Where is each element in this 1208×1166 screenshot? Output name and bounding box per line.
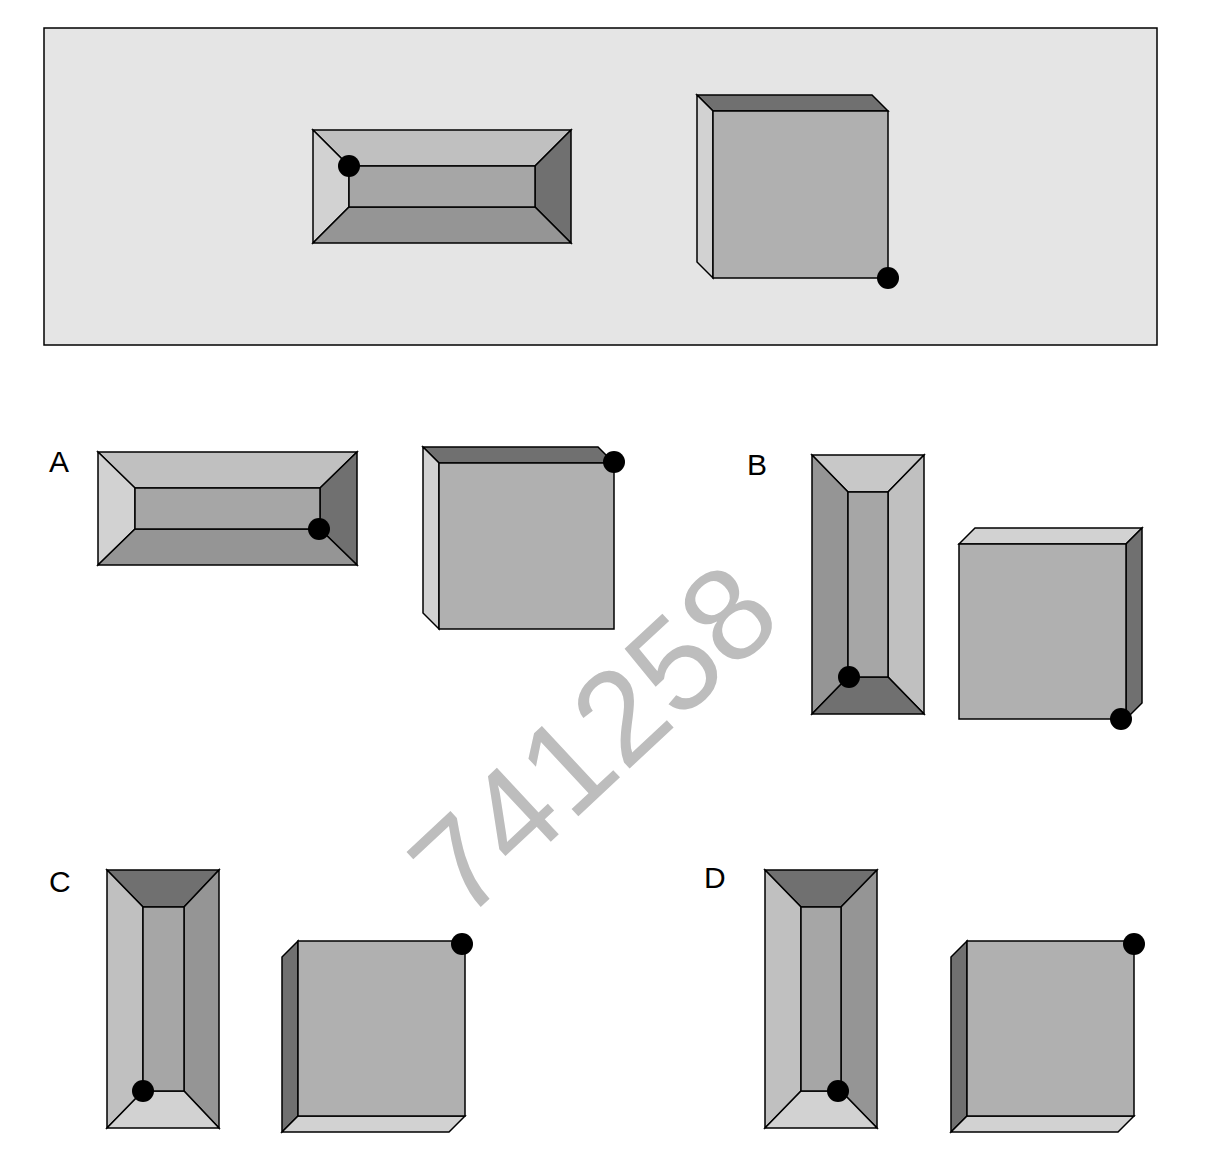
box-front [439,463,614,629]
marker-dot [338,155,360,177]
box-figure [697,95,899,289]
marker-dot [1123,933,1145,955]
box-face [697,95,888,111]
box-face [282,1116,465,1132]
bevel-figure [765,870,877,1128]
box-figure [282,933,473,1132]
bevel-figure [812,455,924,714]
box-front [959,544,1126,719]
box-front [967,941,1134,1116]
option-letter: A [49,447,69,477]
bevel-face [812,677,924,714]
bevel-center [848,492,888,677]
box-front [298,941,465,1116]
bevel-face [765,870,801,1128]
marker-dot [308,518,330,540]
bevel-center [135,488,320,529]
bevel-figure [98,452,357,565]
option-letter: B [747,450,767,480]
bevel-figure [107,870,219,1128]
reference-panel [44,28,1157,345]
marker-dot [838,666,860,688]
box-figure [951,933,1145,1132]
box-face [423,447,614,463]
bevel-center [143,907,184,1091]
box-face [423,447,439,629]
box-face [282,941,298,1132]
marker-dot [603,451,625,473]
marker-dot [132,1080,154,1102]
marker-dot [1110,708,1132,730]
option-letter: C [49,867,71,897]
bevel-center [349,166,535,207]
marker-dot [451,933,473,955]
box-face [959,528,1142,544]
bevel-face [184,870,219,1128]
box-figure [959,528,1142,730]
box-face [1126,528,1142,719]
bevel-figure [313,130,571,243]
bevel-face [888,455,924,714]
bevel-face [107,1091,219,1128]
box-face [951,1116,1134,1132]
marker-dot [877,267,899,289]
bevel-face [765,1091,877,1128]
box-face [951,941,967,1132]
bevel-center [801,907,841,1091]
box-figure [423,447,625,629]
box-front [713,111,888,278]
bevel-face [98,452,357,488]
bevel-face [313,207,571,243]
option-letter: D [704,863,726,893]
box-face [697,95,713,278]
marker-dot [827,1080,849,1102]
